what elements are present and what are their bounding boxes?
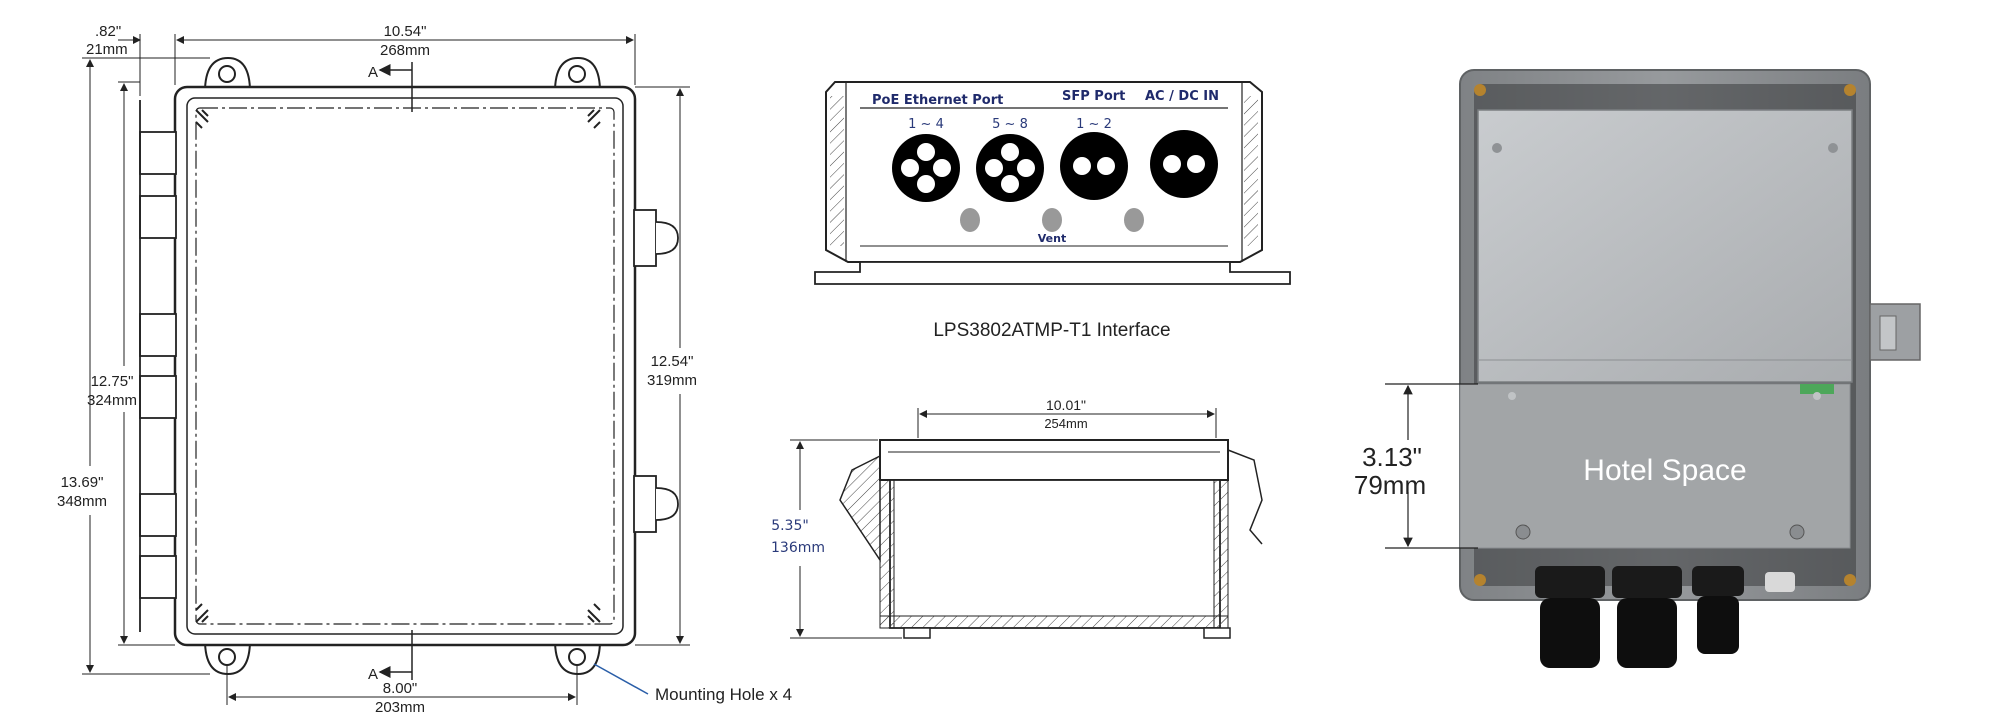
overall-height-inch: 13.69" (61, 474, 104, 491)
cable-glands (1535, 566, 1795, 668)
mounting-ear-bottom-left (203, 639, 252, 676)
vent-center (1042, 208, 1062, 232)
overhang-mm: 21mm (86, 41, 128, 58)
mount-spacing-mm: 203mm (375, 699, 425, 716)
enclosure-outline (173, 85, 637, 647)
poe-range-a: 1 ~ 4 (908, 117, 944, 132)
sfp-port-label: SFP Port (1062, 89, 1125, 104)
mounting-ear-bottom-right (553, 639, 602, 676)
hinge-set (139, 100, 177, 632)
side-height-inch: 5.35" (771, 518, 809, 534)
section-label-bottom: A (368, 666, 378, 683)
section-label-top: A (368, 64, 378, 81)
hotel-space-label: Hotel Space (1583, 454, 1746, 487)
body-height-mm: 324mm (87, 392, 137, 409)
vent-left (960, 208, 980, 232)
side-latch (1869, 303, 1921, 361)
overhang-inch: .82" (95, 23, 121, 40)
side-width-inch: 10.01" (1046, 397, 1086, 413)
mounting-hole-label: Mounting Hole x 4 (655, 685, 792, 704)
body-height-inch: 12.75" (91, 373, 134, 390)
power-port-label: AC / DC IN (1145, 89, 1219, 104)
vent-label: Vent (1038, 232, 1066, 245)
side-width-mm: 254mm (1044, 416, 1087, 431)
side-view-drawing: 10.01" 254mm 5.35" 136mm (771, 397, 1263, 639)
vent-right (1124, 208, 1144, 232)
power-gland (1150, 130, 1218, 198)
mounting-ear-top-right (553, 56, 602, 93)
inner-lid (1477, 109, 1853, 383)
poe-gland-5-8 (976, 134, 1044, 202)
front-width-mm: 268mm (380, 42, 430, 59)
mounting-ear-top-left (203, 56, 252, 93)
latch-upper (633, 209, 679, 267)
overall-height-mm: 348mm (57, 493, 107, 510)
hotel-height-inch: 3.13" (1362, 442, 1422, 472)
mount-spacing-inch: 8.00" (383, 680, 418, 697)
latch-lower (633, 475, 679, 533)
sfp-range: 1 ~ 2 (1076, 117, 1112, 132)
enclosure-photo: Hotel Space 3.13" 79mm (1354, 69, 1921, 668)
hotel-space-panel (1459, 383, 1851, 549)
poe-range-b: 5 ~ 8 (992, 117, 1028, 132)
front-width-inch: 10.54" (384, 23, 427, 40)
corner-screws (195, 109, 601, 623)
right-height-inch: 12.54" (651, 353, 694, 370)
poe-port-label: PoE Ethernet Port (872, 93, 1003, 108)
front-view-drawing: A A 10.54" 268mm .82" 21mm 13.69" 348mm … (57, 23, 792, 716)
sfp-gland (1060, 132, 1128, 200)
interface-view-drawing: PoE Ethernet Port SFP Port AC / DC IN 1 … (814, 81, 1291, 341)
side-height-mm: 136mm (771, 540, 825, 556)
right-height-mm: 319mm (647, 372, 697, 389)
poe-gland-1-4 (892, 134, 960, 202)
hotel-height-mm: 79mm (1354, 470, 1426, 500)
interface-caption: LPS3802ATMP-T1 Interface (933, 320, 1170, 341)
